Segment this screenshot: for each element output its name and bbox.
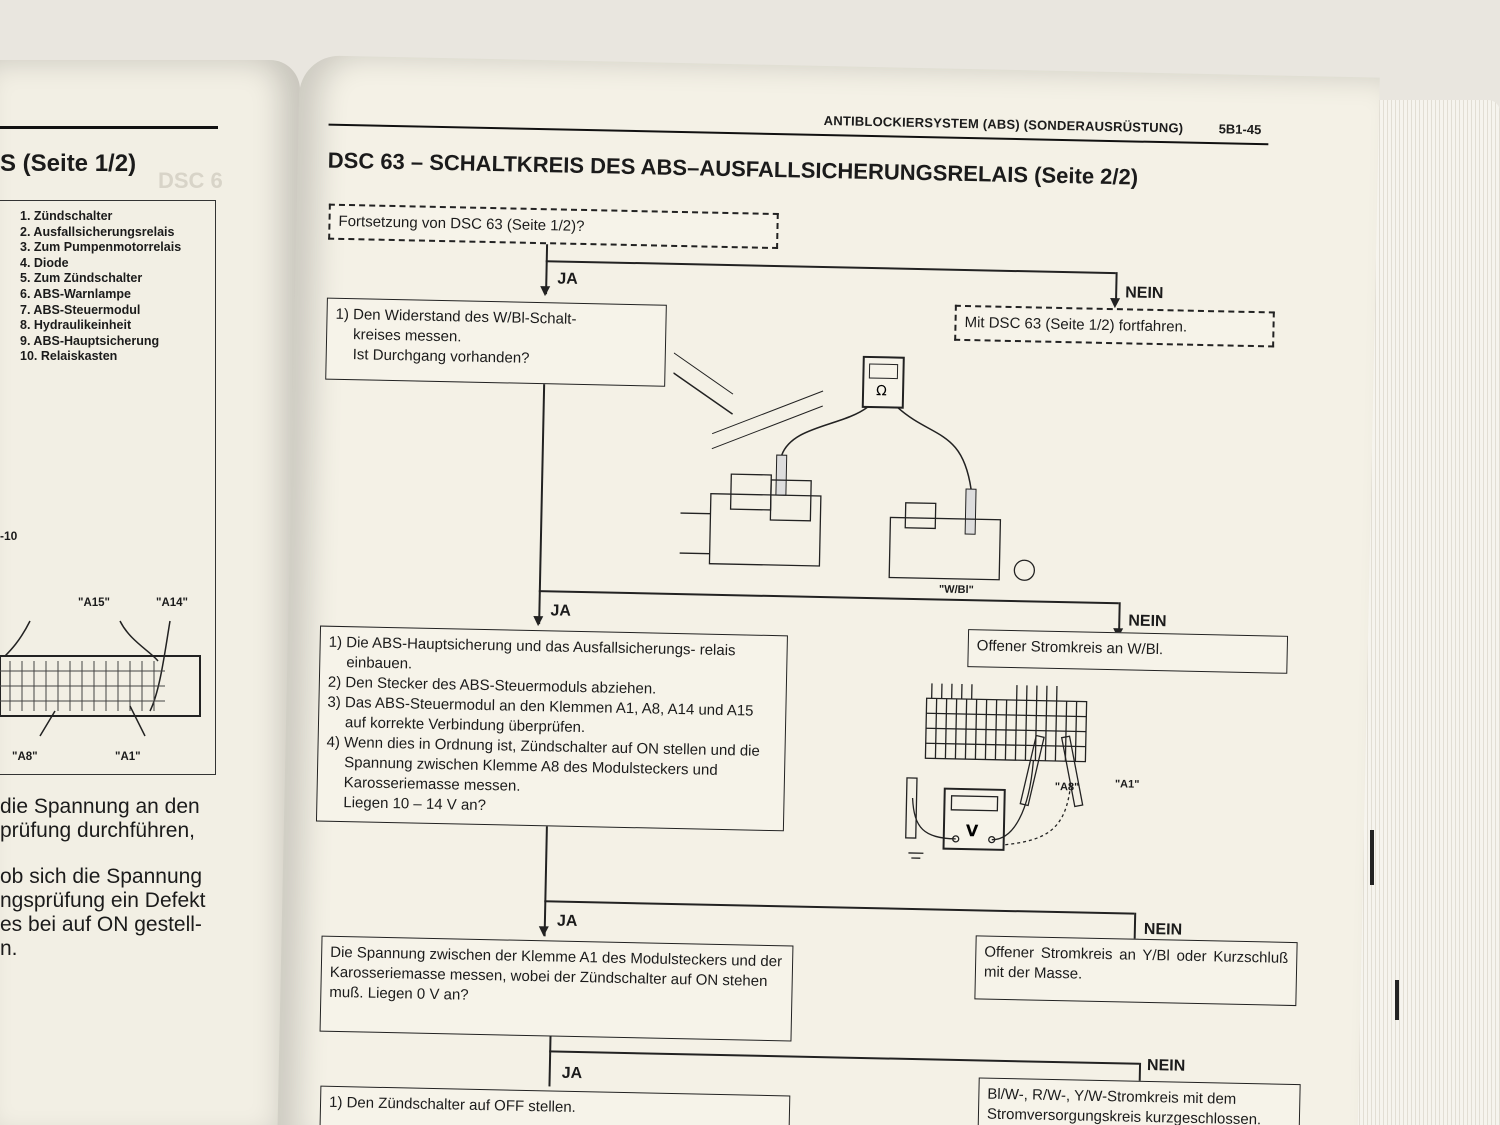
flow-step-1-box: 1) Den Widerstand des W/Bl-Schalt- kreis… <box>325 297 667 387</box>
ja-label: JA <box>557 270 578 288</box>
flow-connector <box>549 1050 1140 1065</box>
nein-label: NEIN <box>1146 1056 1186 1075</box>
flow-step-2-line: 4) Wenn dies in Ordnung ist, Zündschalte… <box>326 733 760 795</box>
flow-connector <box>544 900 1135 915</box>
left-page-heading-ghost: DSC 6 <box>158 168 223 193</box>
legend-item: 3. Zum Pumpenmotorrelais <box>20 240 182 255</box>
left-paragraph-2: ob sich die Spannung ngsprüfung ein Defe… <box>0 865 220 961</box>
left-paragraph-1-line: die Spannung an den <box>0 795 200 818</box>
ja-label: JA <box>561 1064 583 1083</box>
figure-label: -10 <box>0 529 18 543</box>
a1-label: "A1" <box>1114 778 1140 791</box>
connector-label-a14: "A14" <box>156 597 189 609</box>
connector-label-a8: "A8" <box>12 751 38 763</box>
right-page: ANTIBLOCKIERSYSTEM (ABS) (SONDERAUSRÜSTU… <box>277 55 1380 1125</box>
left-paragraph-2-line: n. <box>0 937 18 960</box>
legend-item: 1. Zündschalter <box>20 209 113 223</box>
flow-connector <box>538 384 545 625</box>
flow-arrow <box>538 926 549 937</box>
left-page-heading: S (Seite 1/2) <box>0 150 137 177</box>
ohm-symbol: Ω <box>876 383 887 399</box>
left-paragraph-2-line: ob sich die Spannung <box>0 865 202 888</box>
flow-step-2-no-text: Offener Stromkreis an W/Bl. <box>976 637 1164 659</box>
connector-drawing <box>0 620 201 737</box>
legend-item: 6. ABS-Warnlampe <box>20 286 131 301</box>
flow-step-4-no-text: Bl/W-, R/W-, Y/W-Stromkreis mit dem Stro… <box>986 1085 1262 1125</box>
flow-arrow <box>1109 298 1121 309</box>
left-paragraph-2-line: es bei auf ON gestell- <box>0 913 202 936</box>
edge-marker <box>1370 830 1374 885</box>
legend-item: 7. ABS-Steuermodul <box>20 302 141 317</box>
left-paragraph-1-line: prüfung durchführen, <box>0 819 195 842</box>
left-paragraph-1: die Spannung an den prüfung durchführen, <box>0 795 220 843</box>
flow-connector <box>543 826 548 937</box>
flow-start-text: Fortsetzung von DSC 63 (Seite 1/2)? <box>338 212 585 235</box>
legend-item: 5. Zum Zündschalter <box>20 271 143 286</box>
ja-label: JA <box>550 602 572 620</box>
volt-symbol: V <box>966 821 979 840</box>
a8-label: "A8" <box>1054 780 1080 794</box>
flow-step-1-no-text: Mit DSC 63 (Seite 1/2) fortfahren. <box>964 313 1188 336</box>
left-header-rule <box>0 126 218 129</box>
left-paragraph-2-line: ngsprüfung ein Defekt <box>0 889 206 912</box>
nein-label: NEIN <box>1143 920 1183 939</box>
page-title: DSC 63 – SCHALTKREIS DES ABS–AUSFALLSICH… <box>327 147 1139 190</box>
flow-step-3-box: Die Spannung zwischen der Klemme A1 des … <box>319 935 794 1042</box>
flow-step-5-box: 1) Den Zündschalter auf OFF stellen. <box>319 1085 791 1125</box>
section-header: ANTIBLOCKIERSYSTEM (ABS) (SONDERAUSRÜSTU… <box>823 112 1184 136</box>
ja-label: JA <box>556 912 578 930</box>
flow-step-5-text: 1) Den Zündschalter auf OFF stellen. <box>328 1093 576 1117</box>
legend-item: 10. Relaiskasten <box>20 349 118 364</box>
legend-item: 9. ABS-Hauptsicherung <box>20 333 160 348</box>
legend-item: 8. Hydraulikeinheit <box>20 318 132 333</box>
flow-step-3-no-box: Offener Stromkreis an Y/Bl oder Kurzschl… <box>974 935 1298 1007</box>
page-number: 5B1-45 <box>1218 121 1262 138</box>
flow-step-2-box: 1) Die ABS-Hauptsicherung und das Ausfal… <box>315 625 788 832</box>
flow-step-3-no-text: Offener Stromkreis an Y/Bl oder Kurzschl… <box>983 943 1289 983</box>
voltmeter-illustration: V <box>905 683 1088 859</box>
flow-arrow <box>533 616 544 627</box>
flow-connector <box>545 260 1116 274</box>
wbl-label: "W/Bl" <box>938 583 974 597</box>
legend-item: 2. Ausfallsicherungsrelais <box>20 224 175 239</box>
flow-connector <box>548 1036 552 1087</box>
flow-step-2-no-box: Offener Stromkreis an W/Bl. <box>967 629 1289 674</box>
flow-arrow <box>540 286 551 297</box>
edge-marker <box>1395 980 1399 1020</box>
nein-label: NEIN <box>1128 612 1167 631</box>
legend-item: 4. Diode <box>20 255 69 270</box>
ohmmeter-illustration: Ω <box>672 352 1036 581</box>
connector-label-a15: "A15" <box>78 597 111 609</box>
nein-label: NEIN <box>1125 284 1164 303</box>
connector-label-a1: "A1" <box>115 751 141 763</box>
flow-step-4-no-box: Bl/W-, R/W-, Y/W-Stromkreis mit dem Stro… <box>977 1077 1301 1125</box>
flow-step-3-text: Die Spannung zwischen der Klemme A1 des … <box>329 943 783 1004</box>
flow-start-box: Fortsetzung von DSC 63 (Seite 1/2)? <box>328 203 779 250</box>
